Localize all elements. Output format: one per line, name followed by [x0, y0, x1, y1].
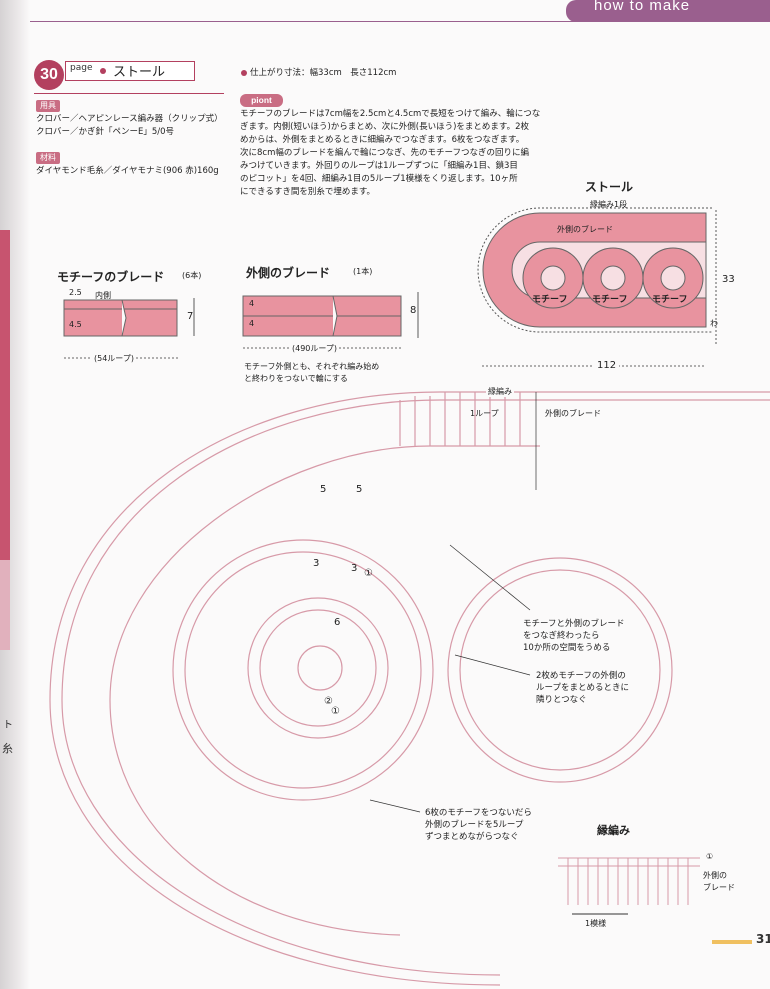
outer-braid-shape [242, 292, 419, 349]
point-text: モチーフのブレードは7cm幅を2.5cmと4.5cmで長短をつけて編み、輪につな… [240, 108, 560, 199]
tools-line: クロバー／かぎ針「ペンーE」5/0号 [36, 127, 175, 137]
chart-circle-number: ② [324, 696, 333, 707]
tools-tag: 用具 [36, 100, 60, 112]
braid-loops: (490ループ) [290, 343, 340, 354]
pattern-title: ストール [113, 65, 166, 80]
edging-side-label: 外側の [703, 871, 727, 880]
materials-line: ダイヤモンド毛糸／ダイヤモナミ(906 赤)160g [36, 166, 219, 176]
chart-circle-number: ① [331, 706, 340, 717]
motif-braid-count: (6本) [182, 271, 202, 280]
braid-dimension: 4.5 [69, 320, 82, 329]
braid-dimension: 4 [249, 299, 255, 308]
chart-note: ずつまとめながらつなぐ [425, 832, 519, 842]
braid-note: モチーフ外側とも、それぞれ編み始め [244, 362, 380, 371]
motif-braid-title: モチーフのブレード [57, 270, 165, 284]
point-tag: piont [240, 94, 283, 107]
stole-shape [477, 207, 717, 367]
loop-mark: わ [710, 319, 718, 328]
bullet-dot [100, 68, 106, 74]
edging-repeat-label: 1模様 [585, 919, 607, 928]
finished-size: 仕上がり寸法：幅33cm 長さ112cm [250, 68, 397, 78]
crochet-chart [49, 391, 770, 986]
edging-circle-number: ① [706, 852, 714, 861]
chart-note: 10か所の空間をうめる [523, 643, 611, 653]
point-line: ぎます。内側(短いほう)からまとめ、次に外側(長いほう)をまとめます。2枚 [240, 122, 529, 132]
edging-side-label: ブレード [703, 883, 735, 892]
braid-width: 8 [410, 305, 417, 316]
chart-note: 6枚のモチーフをつないだら [425, 808, 532, 818]
inner-label: 内側 [95, 291, 111, 300]
footer-accent [712, 940, 752, 944]
point-line: モチーフのブレードは7cm幅を2.5cmと4.5cmで長短をつけて編み、輪につな [240, 109, 541, 119]
chart-note: をつなぎ終わったら [523, 631, 600, 641]
outer-braid-count: (1本) [353, 267, 373, 276]
chart-number: 5 [320, 484, 327, 495]
adjacent-page-edge [0, 230, 10, 560]
braid-note: と終わりをつないで輪にする [244, 374, 348, 383]
motif-braid-shape [63, 298, 195, 359]
edge-label: 縁編み [486, 386, 514, 397]
pattern-number-badge: 30 [34, 60, 64, 90]
motif-label: モチーフ [532, 295, 568, 305]
bullet-dot [241, 70, 247, 76]
point-line: にできるすき間を別糸で埋めます。 [240, 187, 375, 197]
braid-width: 7 [187, 311, 194, 322]
chart-note: ループをまとめるときに [536, 683, 629, 693]
outer-braid-label: 外側のブレード [545, 409, 601, 418]
chart-number: 5 [356, 484, 363, 495]
section-tab-label: how to make [594, 0, 691, 14]
chart-annotation-lines [369, 392, 537, 813]
braid-loops: (54ループ) [92, 353, 136, 364]
tools-line: クロバー／ヘアピンレース編み器（クリップ式） [36, 114, 223, 124]
page-label: page [70, 63, 93, 73]
point-line: みつけていきます。外回りのループは1ループずつに「細編み1目、鎖3目 [240, 161, 518, 171]
title-underline [34, 93, 224, 94]
chart-note: 2枚めモチーフの外側の [536, 671, 626, 681]
edge-label: 縁編み1段 [590, 200, 628, 209]
adjacent-page-char: 糸 [2, 742, 13, 755]
motif-label: モチーフ [652, 295, 688, 305]
length-dimension: 112 [594, 360, 620, 371]
stole-diagram-title: ストール [585, 180, 634, 194]
chart-note: 外側のブレードを5ループ [425, 820, 524, 830]
chart-note: 隣りとつなぐ [536, 695, 587, 705]
one-loop-label: 1ループ [470, 409, 499, 418]
height-dimension: 33 [722, 274, 735, 285]
braid-dimension: 4 [249, 319, 255, 328]
section-tab: how to make [566, 0, 770, 22]
title-box [65, 61, 195, 81]
page-number: 31 [756, 932, 770, 946]
header-rule [30, 21, 770, 22]
chart-number: 6 [334, 617, 341, 628]
point-line: めからは、外側をまとめるときに細編みでつなぎます。6枚をつなぎます。 [240, 135, 525, 145]
outer-braid-label: 外側のブレード [557, 225, 613, 234]
chart-number: 3 [313, 558, 320, 569]
braid-dimension: 2.5 [69, 288, 82, 297]
motif-label: モチーフ [592, 295, 628, 305]
adjacent-page-edge-light [0, 560, 10, 650]
adjacent-page-char: ト [3, 720, 13, 731]
point-line: のピコット」を4回、細編み1目の5ループ1模様をくり返します。10ヶ所 [240, 174, 518, 184]
chart-number: 3 [351, 563, 358, 574]
point-line: 次に8cm幅のブレードを編んで輪につなぎ、先のモチーフつなぎの回りに編 [240, 148, 530, 158]
edging-title: 縁編み [597, 824, 630, 837]
chart-circle-number: ① [364, 568, 373, 579]
edging-diagram [558, 857, 700, 915]
chart-note: モチーフと外側のブレード [523, 619, 625, 629]
materials-tag: 材料 [36, 152, 60, 164]
outer-braid-title: 外側のブレード [246, 266, 331, 280]
